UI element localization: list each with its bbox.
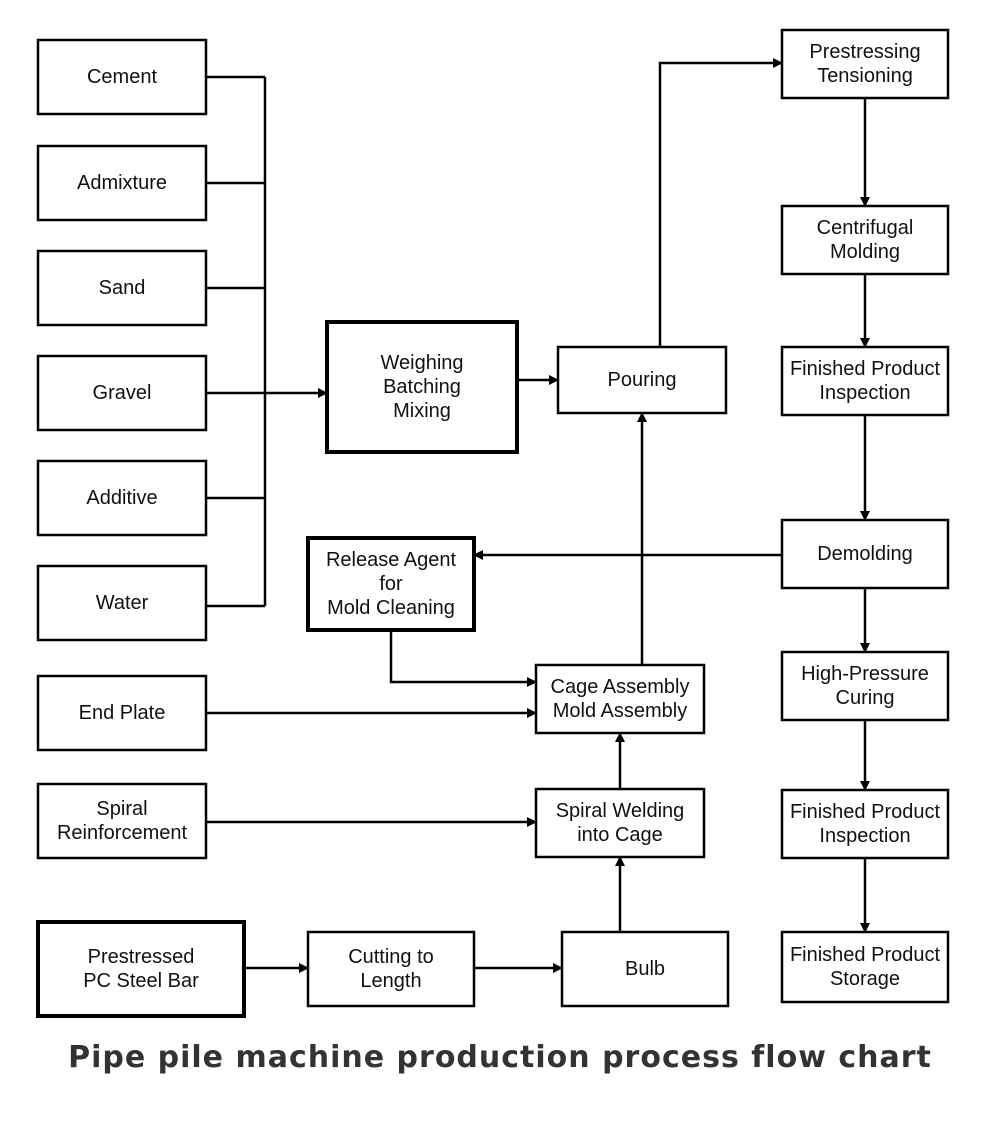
diagram-caption: Pipe pile machine production process flo… xyxy=(68,1040,932,1075)
node-label-line: Length xyxy=(360,970,421,992)
node-bulb: Bulb xyxy=(560,930,730,1008)
node-label-line: Storage xyxy=(830,968,900,990)
node-box xyxy=(780,930,950,1004)
node-label-line: Finished Product xyxy=(790,801,941,823)
node-label-line: Water xyxy=(96,592,149,614)
node-label-line: Bulb xyxy=(625,958,665,980)
node-label-line: Mold Cleaning xyxy=(327,597,455,619)
node-label-line: for xyxy=(379,573,403,595)
node-cement: Cement xyxy=(36,38,208,116)
node-label-line: Spiral xyxy=(96,798,147,820)
connectors xyxy=(206,58,870,973)
arrow-pouring-to-prestressing xyxy=(658,58,783,347)
node-box xyxy=(780,788,950,860)
node-gravel: Gravel xyxy=(36,354,208,432)
node-label-line: Release Agent xyxy=(326,549,457,571)
node-box xyxy=(780,345,950,417)
node-label-line: Gravel xyxy=(93,382,152,404)
node-label-line: Molding xyxy=(830,241,900,263)
node-box xyxy=(534,663,706,735)
node-label-line: Finished Product xyxy=(790,358,941,380)
node-label-line: Curing xyxy=(836,687,895,709)
node-end-plate: End Plate xyxy=(36,674,208,752)
node-label-line: Finished Product xyxy=(790,944,941,966)
node-label-line: Additive xyxy=(86,487,157,509)
node-box xyxy=(36,564,208,642)
node-box xyxy=(534,787,706,859)
node-label-line: Prestressed xyxy=(88,946,195,968)
node-box xyxy=(36,144,208,222)
node-admixture: Admixture xyxy=(36,144,208,222)
nodes: CementAdmixtureSandGravelAdditiveWaterEn… xyxy=(36,28,950,1018)
node-label-line: Batching xyxy=(383,376,461,398)
node-box xyxy=(36,920,246,1018)
node-pouring: Pouring xyxy=(556,345,728,415)
node-demolding: Demolding xyxy=(780,518,950,590)
node-box xyxy=(560,930,730,1008)
node-label-line: Prestressing xyxy=(809,41,920,63)
node-box xyxy=(780,518,950,590)
node-box xyxy=(780,28,950,100)
node-label-line: End Plate xyxy=(79,702,166,724)
node-sand: Sand xyxy=(36,249,208,327)
node-label-line: Reinforcement xyxy=(57,822,188,844)
node-water: Water xyxy=(36,564,208,642)
node-label-line: High-Pressure xyxy=(801,663,929,685)
node-label-line: Spiral Welding xyxy=(556,800,685,822)
node-label-line: Inspection xyxy=(819,825,910,847)
node-box xyxy=(306,930,476,1008)
node-box xyxy=(325,320,519,454)
node-label-line: Weighing xyxy=(380,352,463,374)
node-label-line: PC Steel Bar xyxy=(83,970,199,992)
node-label-line: Mold Assembly xyxy=(553,700,688,722)
node-label-line: Centrifugal xyxy=(817,217,914,239)
node-box xyxy=(36,38,208,116)
node-label-line: Sand xyxy=(99,277,146,299)
node-box xyxy=(780,204,950,276)
node-box xyxy=(36,459,208,537)
node-box xyxy=(36,674,208,752)
node-label-line: Admixture xyxy=(77,172,167,194)
arrow-release-agent-to-cage xyxy=(389,630,537,687)
node-label-line: Demolding xyxy=(817,543,913,565)
node-label-line: Cutting to xyxy=(348,946,434,968)
node-label-line: Cement xyxy=(87,66,157,88)
node-label-line: Tensioning xyxy=(817,65,913,87)
node-box xyxy=(780,650,950,722)
node-box xyxy=(36,354,208,432)
node-box xyxy=(306,536,476,632)
node-label-line: Mixing xyxy=(393,400,451,422)
node-label-line: Pouring xyxy=(608,369,677,391)
node-box xyxy=(36,249,208,327)
node-label-line: Inspection xyxy=(819,382,910,404)
node-box xyxy=(36,782,208,860)
node-box xyxy=(556,345,728,415)
node-label-line: Cage Assembly xyxy=(551,676,690,698)
node-label-line: into Cage xyxy=(577,824,663,846)
node-additive: Additive xyxy=(36,459,208,537)
